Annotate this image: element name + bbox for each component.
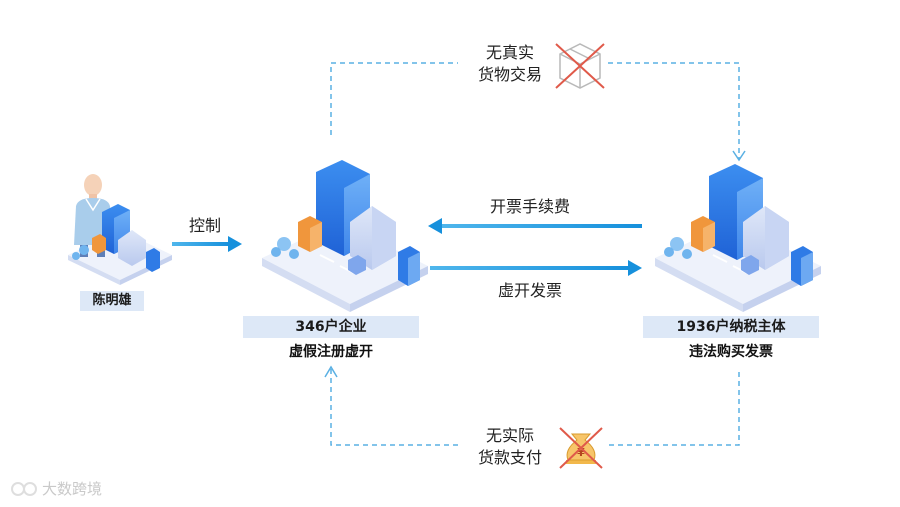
bottom-dashed-arrowhead	[324, 365, 338, 378]
company-a-building-illustration	[262, 160, 428, 312]
top-dashed-connector	[330, 62, 740, 160]
control-label: 控制	[188, 216, 221, 235]
bottom-note-line1: 无实际	[485, 426, 534, 445]
watermark-text: 大数跨境	[42, 480, 103, 498]
person-name-label: 陈明雄	[80, 291, 144, 311]
top-note-line1: 无真实	[485, 43, 534, 62]
person-building-illustration	[68, 174, 172, 285]
svg-text:¥: ¥	[577, 446, 585, 459]
invoice-arrow	[430, 260, 642, 276]
bottom-note-line2: 货款支付	[477, 448, 542, 467]
watermark-logo-icon	[11, 482, 37, 496]
crossed-money-bag-icon: ¥	[559, 427, 603, 469]
company-b-building-illustration	[655, 164, 821, 312]
company-a-title: 346户企业	[243, 316, 419, 338]
fee-arrow-label: 开票手续费	[489, 197, 570, 216]
crossed-box-icon	[555, 43, 605, 89]
top-note-line2: 货物交易	[477, 65, 542, 84]
company-b-subtitle: 违法购买发票	[689, 344, 773, 360]
bottom-dashed-connector	[330, 368, 740, 446]
invoice-arrow-label: 虚开发票	[497, 281, 562, 300]
company-b-title: 1936户纳税主体	[643, 316, 819, 338]
top-dashed-arrowhead	[732, 150, 746, 162]
control-arrow	[172, 236, 242, 252]
fee-arrow	[428, 218, 642, 234]
company-a-subtitle: 虚假注册虚开	[289, 344, 373, 360]
